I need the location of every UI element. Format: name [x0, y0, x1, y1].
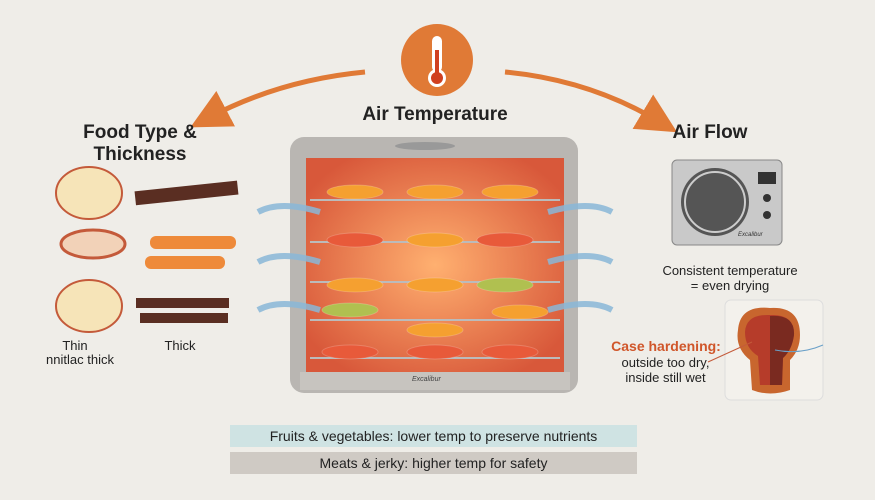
thermometer-icon	[401, 24, 473, 96]
thin-sublabel: nnitlac thick	[46, 352, 114, 367]
fruits-guideline-bar: Fruits & vegetables: lower temp to prese…	[230, 425, 637, 447]
dehydrator-brand: Excalibur	[412, 376, 441, 383]
airflow-note-line1: Consistent temperature	[662, 263, 798, 278]
fan-brand: Excalibur	[738, 232, 763, 238]
case-hardening-line2: inside still wet	[625, 370, 706, 385]
airflow-arrows	[256, 203, 614, 313]
air-temperature-title: Air Temperature	[362, 104, 508, 125]
meats-guideline-bar: Meats & jerky: higher temp for safety	[230, 452, 637, 474]
case-hardening-diagram	[707, 299, 824, 401]
dehydrator-illustration	[290, 137, 578, 393]
fan-heater-illustration	[671, 159, 783, 246]
food-type-title-line2: Thickness	[93, 144, 187, 165]
case-hardening-line1: outside too dry,	[621, 355, 710, 370]
thin-label: Thin	[62, 338, 88, 353]
arrow-right	[504, 69, 678, 133]
airflow-note-line2: = even drying	[690, 278, 770, 293]
thick-label: Thick	[164, 338, 196, 353]
apple-halves	[55, 166, 127, 333]
jerky-strips	[134, 180, 239, 323]
carrot-sticks	[145, 236, 236, 269]
arrow-left	[190, 69, 366, 128]
case-hardening-title: Case hardening:	[611, 338, 721, 354]
food-type-title-line1: Food Type &	[83, 122, 197, 143]
air-flow-title: Air Flow	[672, 122, 748, 143]
